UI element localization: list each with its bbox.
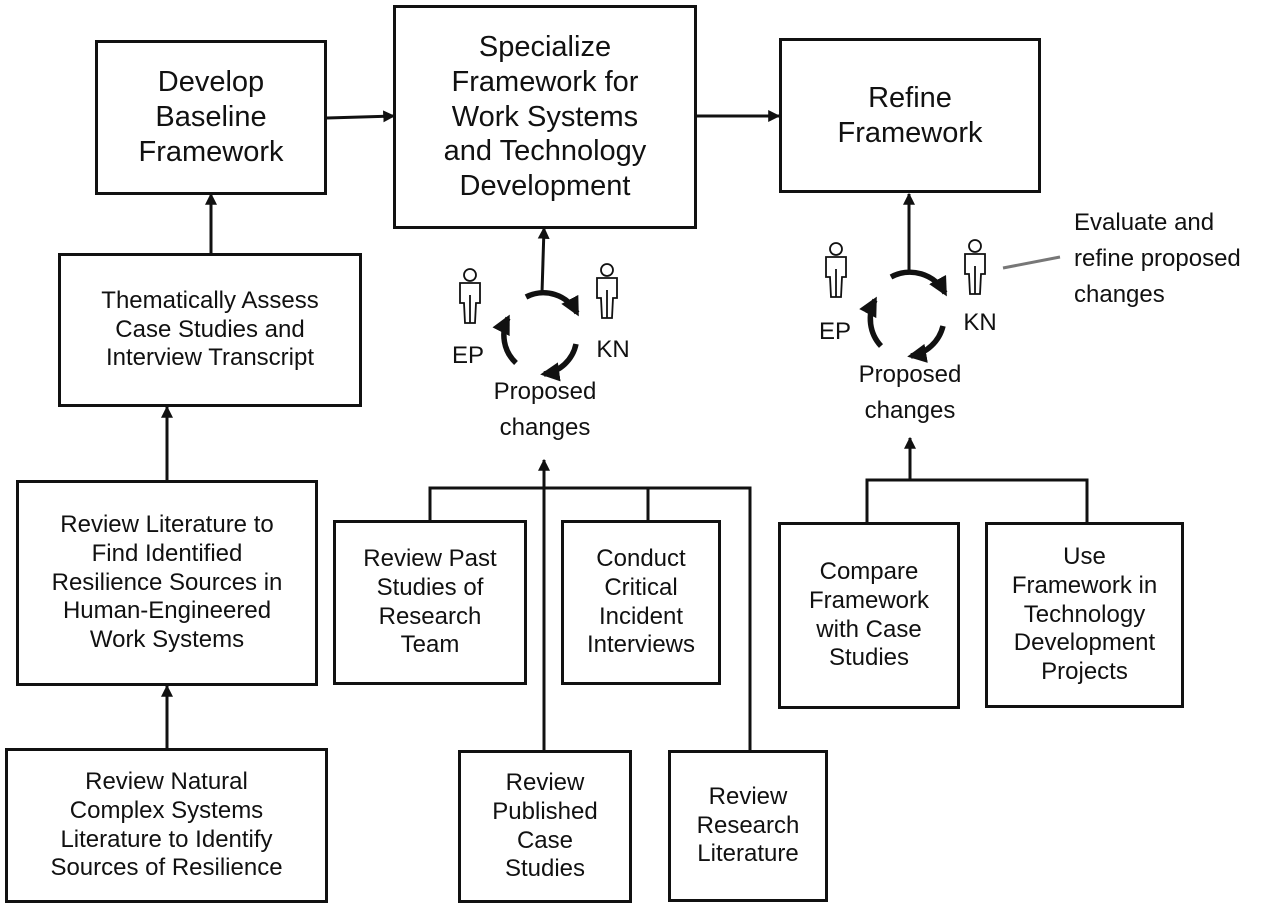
person-icon-kn-1 [596, 263, 618, 319]
arrow-develop-to-specialize [326, 110, 396, 123]
refine-framework-box: Refine Framework [779, 38, 1041, 193]
bracket-middle-inputs [428, 486, 752, 750]
annotation-pointer [1002, 255, 1061, 270]
review-past-studies-box: Review Past Studies of Research Team [333, 520, 527, 685]
cycle-icon-2 [859, 269, 948, 363]
person-icon-ep-1 [459, 268, 481, 324]
thematic-assess-box: Thematically Assess Case Studies and Int… [58, 253, 362, 407]
cycle2-kn-label: KN [963, 309, 997, 336]
develop-baseline-box: Develop Baseline Framework [95, 40, 327, 195]
cycle1-kn-label: KN [596, 336, 630, 363]
cycle1-ep-label: EP [451, 342, 484, 369]
arrow-cycle1-to-specialize [537, 226, 550, 294]
critical-incident-box: Conduct Critical Incident Interviews [561, 520, 721, 685]
cycle1-caption: Proposed changes [493, 378, 597, 441]
published-case-studies-box: Review Published Case Studies [458, 750, 632, 903]
review-literature-box: Review Literature to Find Identified Res… [16, 480, 318, 686]
cycle2-ep-label: EP [818, 318, 851, 345]
person-icon-ep-2 [825, 242, 847, 298]
compare-framework-box: Compare Framework with Case Studies [778, 522, 960, 709]
cycle-icon-1 [492, 290, 580, 382]
bracket-right-inputs [865, 478, 1089, 522]
cycle2-caption: Proposed changes [858, 361, 962, 424]
research-literature-box: Review Research Literature [668, 750, 828, 902]
evaluate-refine-annotation: Evaluate and refine proposed changes [1074, 209, 1241, 308]
use-framework-box: Use Framework in Technology Development … [985, 522, 1184, 708]
specialize-framework-box: Specialize Framework for Work Systems an… [393, 5, 697, 229]
review-natural-box: Review Natural Complex Systems Literatur… [5, 748, 328, 903]
person-icon-kn-2 [964, 239, 986, 295]
